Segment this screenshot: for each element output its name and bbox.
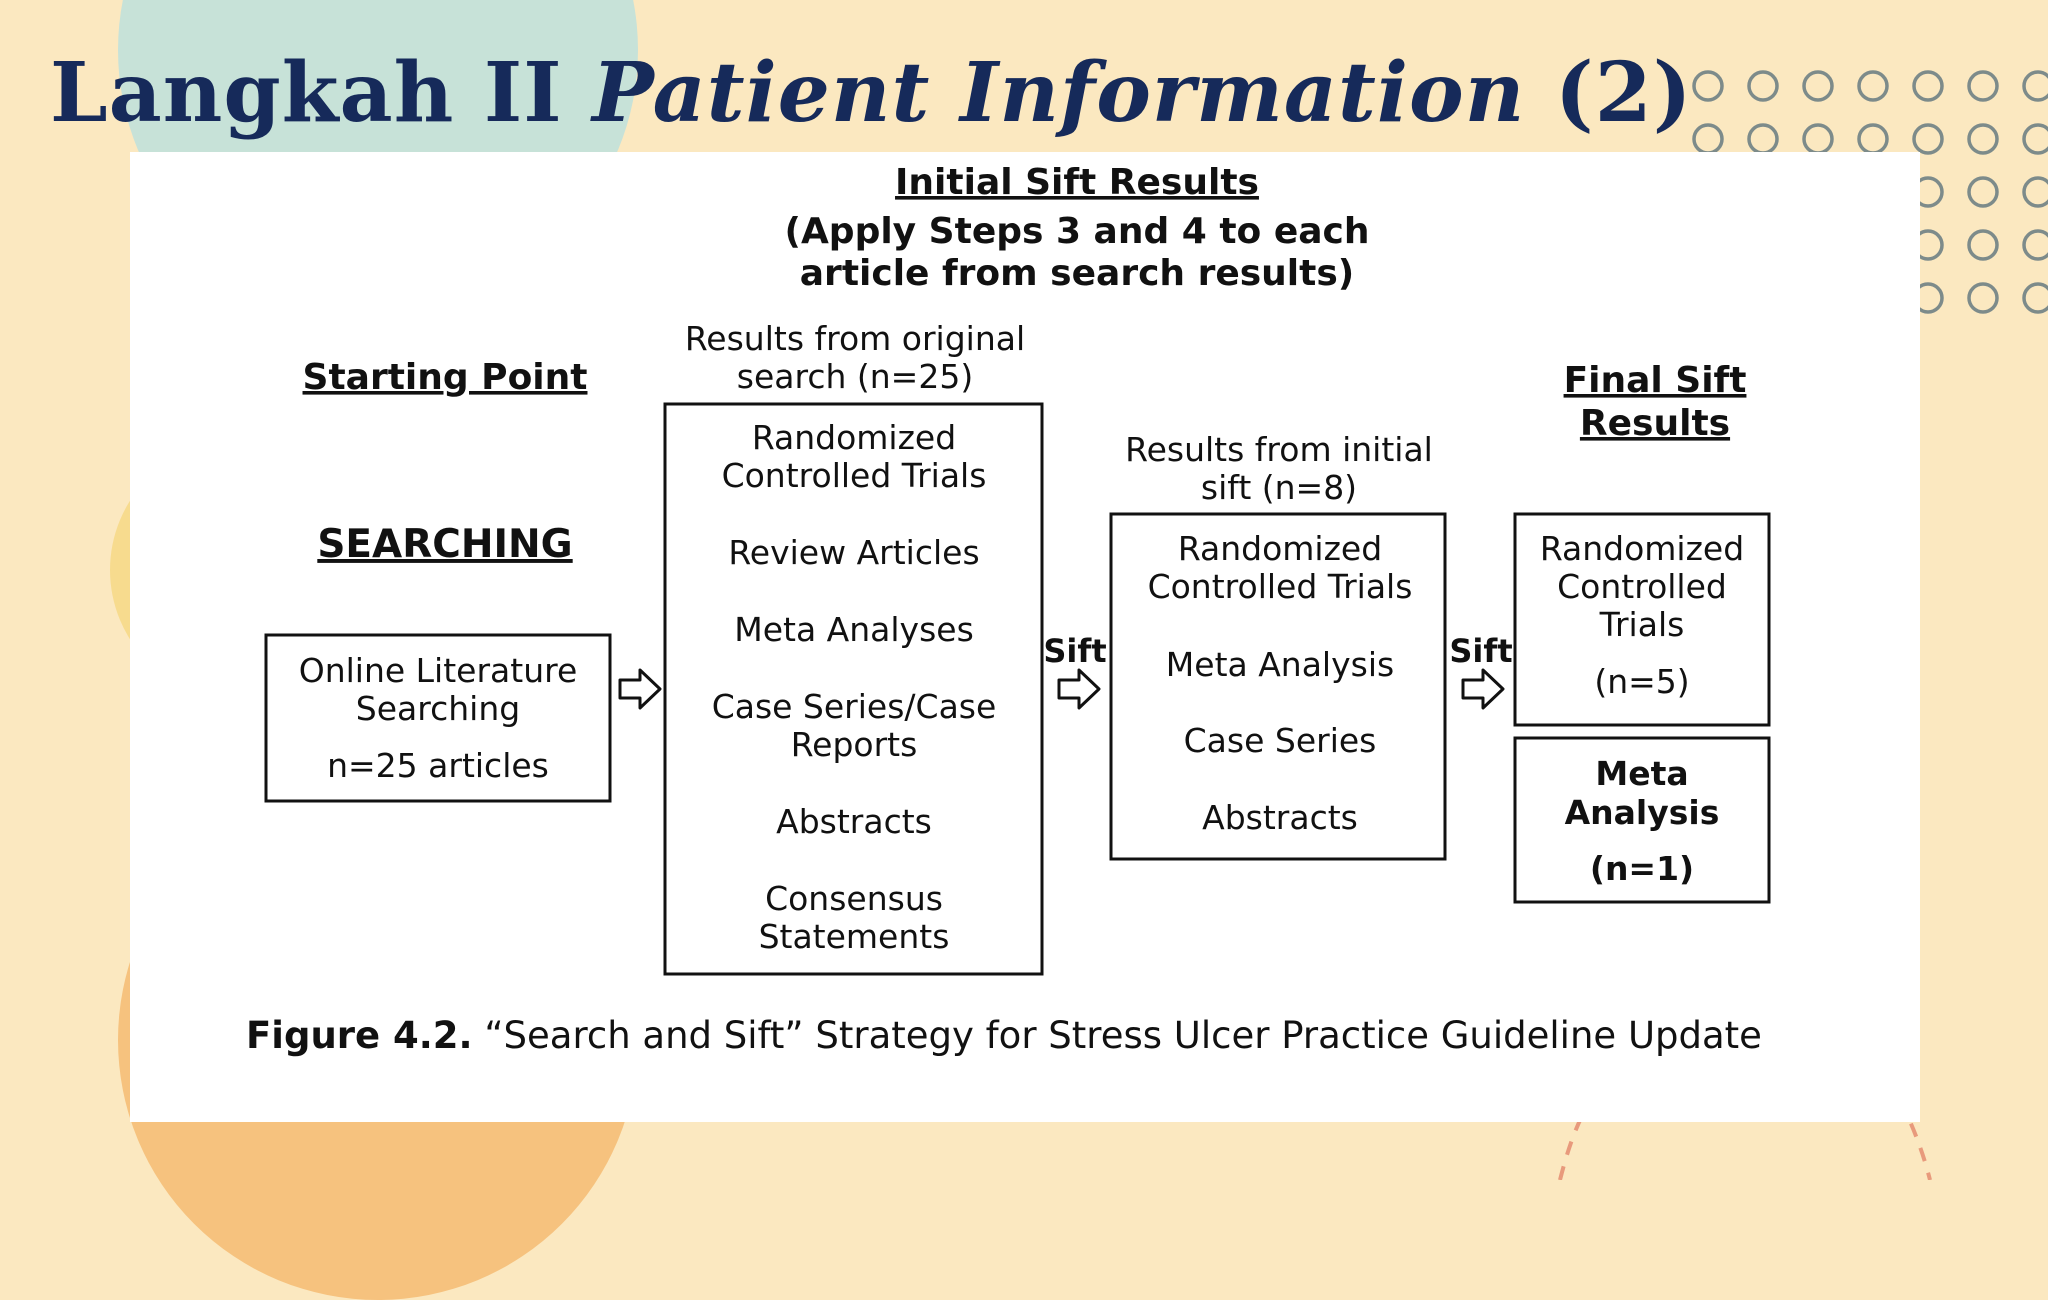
search-box-count: n=25 articles xyxy=(327,746,549,785)
initial-item-case: Case Series xyxy=(1184,721,1377,760)
header-line2: (Apply Steps 3 and 4 to each xyxy=(784,211,1369,252)
decorative-dot xyxy=(1967,70,1999,102)
original-item-abstracts: Abstracts xyxy=(776,802,932,841)
search-box-line2: Searching xyxy=(356,689,520,728)
final-rct-box xyxy=(1513,512,1771,727)
initial-item-rct-line2: Controlled Trials xyxy=(1148,567,1413,606)
final-heading-line2: Results xyxy=(1580,403,1730,444)
sift-label-1: Sift xyxy=(1043,632,1106,670)
original-item-consensus-line2: Statements xyxy=(759,917,950,956)
initial-sift-box xyxy=(1109,512,1447,861)
decorative-dot xyxy=(1747,123,1779,155)
caption-text: “Search and Sift” Strategy for Stress Ul… xyxy=(472,1014,1762,1057)
decorative-dot xyxy=(1692,123,1724,155)
figure-card: Initial Sift Results (Apply Steps 3 and … xyxy=(130,152,1920,1122)
original-item-rct-line2: Controlled Trials xyxy=(722,456,987,495)
slide-title: Langkah II Patient Information (2) xyxy=(50,46,1693,140)
searching-label: SEARCHING xyxy=(317,522,572,567)
final-rct-count: (n=5) xyxy=(1594,662,1689,701)
original-results-box xyxy=(663,402,1044,976)
original-item-consensus-line1: Consensus xyxy=(765,879,943,918)
figure-caption: Figure 4.2. “Search and Sift” Strategy f… xyxy=(246,1012,1766,1060)
search-sift-diagram: Initial Sift Results (Apply Steps 3 and … xyxy=(264,162,1771,976)
title-suffix: (2) xyxy=(1525,45,1693,141)
sift-label-2: Sift xyxy=(1449,632,1512,670)
final-meta-line2: Analysis xyxy=(1565,793,1720,832)
final-meta-count: (n=1) xyxy=(1590,849,1694,888)
decorative-dot xyxy=(2022,70,2048,102)
decorative-dot xyxy=(1802,70,1834,102)
decorative-dot xyxy=(1967,229,1999,261)
original-item-rct-line1: Randomized xyxy=(752,418,956,457)
initial-label-line1: Results from initial xyxy=(1125,430,1433,469)
initial-label-line2: sift (n=8) xyxy=(1201,468,1357,507)
decorative-dot xyxy=(2022,176,2048,208)
decorative-dot xyxy=(1857,70,1889,102)
initial-item-rct-line1: Randomized xyxy=(1178,529,1382,568)
decorative-dot xyxy=(2022,282,2048,314)
arrow-icon xyxy=(1057,668,1101,710)
arrow-icon xyxy=(1461,668,1505,710)
original-item-meta: Meta Analyses xyxy=(734,610,974,649)
final-heading-line1: Final Sift xyxy=(1564,360,1747,401)
decorative-dot xyxy=(1967,123,1999,155)
initial-item-meta: Meta Analysis xyxy=(1166,645,1394,684)
final-rct-line2: Controlled xyxy=(1557,567,1727,606)
final-rct-line1: Randomized xyxy=(1540,529,1744,568)
original-label-line2: search (n=25) xyxy=(737,357,973,396)
decorative-dot xyxy=(2022,123,2048,155)
decorative-dot xyxy=(1747,70,1779,102)
decorative-dot xyxy=(1692,70,1724,102)
search-box-line1: Online Literature xyxy=(299,651,578,690)
arrow-icon xyxy=(618,668,662,710)
original-item-case-line2: Reports xyxy=(791,725,918,764)
initial-item-abstracts: Abstracts xyxy=(1202,798,1358,837)
title-italic: Patient Information xyxy=(592,45,1526,141)
decorative-dot xyxy=(2022,229,2048,261)
header-line3: article from search results) xyxy=(800,253,1354,294)
caption-label: Figure 4.2. xyxy=(246,1014,473,1057)
original-item-review: Review Articles xyxy=(728,533,979,572)
final-meta-box xyxy=(1513,736,1771,904)
decorative-dot xyxy=(1912,123,1944,155)
original-item-case-line1: Case Series/Case xyxy=(712,687,997,726)
header-title: Initial Sift Results xyxy=(895,162,1259,203)
decorative-dot xyxy=(1967,282,1999,314)
decorative-dot xyxy=(1912,70,1944,102)
decorative-dot xyxy=(1967,176,1999,208)
decorative-dot xyxy=(1857,123,1889,155)
title-plain: Langkah II xyxy=(50,45,593,141)
decorative-dot xyxy=(1802,123,1834,155)
starting-point-label: Starting Point xyxy=(303,357,588,398)
original-label-line1: Results from original xyxy=(685,319,1025,358)
search-box xyxy=(264,633,612,803)
decorative-dot-grid xyxy=(1692,70,2048,314)
final-rct-line3: Trials xyxy=(1599,605,1685,644)
final-meta-line1: Meta xyxy=(1595,754,1688,793)
